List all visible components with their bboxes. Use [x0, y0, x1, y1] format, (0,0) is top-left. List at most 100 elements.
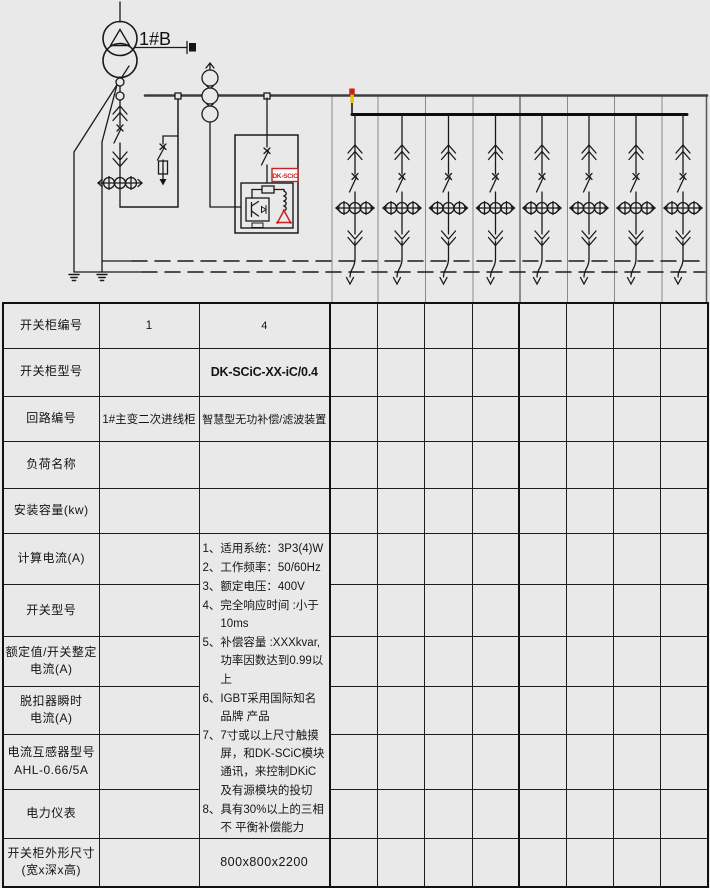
transformer-incoming-circuit — [73, 1, 196, 273]
feeder-circuit — [616, 114, 656, 286]
single-line-diagram: DK-SCiC — [68, 1, 709, 302]
empty-cell — [612, 395, 661, 442]
note-text: 补偿容量 :XXXkvar, 功率因数达到0.99以上 — [220, 637, 324, 686]
empty-cell — [518, 532, 567, 585]
empty-cell — [423, 440, 473, 489]
empty-cell — [518, 685, 567, 735]
empty-cell — [518, 733, 567, 791]
row-label-cell: 脱扣器瞬时电流(A) — [2, 685, 100, 735]
row-label-cell: 开关型号 — [2, 583, 100, 637]
value-cell-col2 — [98, 440, 200, 489]
empty-cell — [471, 685, 520, 735]
empty-cell — [471, 789, 520, 839]
note-item: 8、具有30%以上的三相不 平衡补偿能力 — [203, 801, 328, 837]
empty-cell — [376, 347, 425, 397]
empty-cell — [518, 440, 567, 489]
empty-cell — [612, 302, 661, 349]
row-label: AHL-0.66/5A — [14, 762, 89, 777]
empty-cell — [565, 733, 614, 791]
surge-arrester-branch — [156, 135, 179, 186]
transformer-label: 1#B — [139, 29, 171, 49]
row-label: 开关柜编号 — [19, 318, 83, 333]
empty-cell — [518, 583, 567, 637]
note-item: 3、额定电压：400V — [203, 578, 328, 596]
empty-cell — [565, 487, 614, 534]
empty-cell — [471, 733, 520, 791]
value-cell-col3: 智慧型无功补偿/滤波装置 — [198, 395, 331, 442]
empty-cell — [565, 347, 614, 397]
empty-cell — [659, 685, 709, 735]
value-cell-col2 — [98, 685, 200, 735]
empty-cell — [423, 583, 473, 637]
empty-cell — [659, 532, 709, 585]
empty-cell — [329, 440, 378, 489]
row-label: 电流(A) — [30, 662, 73, 677]
value-cell-col2 — [98, 838, 200, 887]
empty-cell — [423, 789, 473, 839]
value-cell-col2 — [98, 635, 200, 687]
empty-cell — [659, 487, 709, 534]
table-row: 开关型号 — [2, 583, 709, 637]
value-cell-col2 — [98, 347, 200, 397]
empty-cell — [659, 302, 709, 349]
value-cell-col3 — [198, 440, 331, 489]
empty-cell — [565, 532, 614, 585]
empty-cell — [471, 302, 520, 349]
value-cell-col2 — [98, 532, 200, 585]
value-cell-col3: 800x800x2200 — [198, 838, 331, 887]
compensation-module-cabinet: DK-SCiC — [234, 92, 299, 234]
value-cell-col3 — [198, 487, 331, 534]
pt-sensing-stack — [201, 61, 242, 208]
empty-cell — [565, 302, 614, 349]
empty-cell — [659, 347, 709, 397]
note-item: 7、7寸或以上尺寸触摸屏，和DK-SCiC模块通讯，来控制DKiC及有源模块的投… — [203, 727, 328, 800]
value-cell-col3: 4 — [198, 302, 331, 349]
empty-cell — [376, 532, 425, 585]
note-number: 3、 — [202, 580, 221, 593]
empty-cell — [329, 302, 378, 349]
empty-cell — [423, 532, 473, 585]
earth-symbol — [96, 273, 108, 282]
empty-cell — [565, 635, 614, 687]
empty-cell — [376, 635, 425, 687]
empty-cell — [659, 635, 709, 687]
note-item: 5、补偿容量 :XXXkvar, 功率因数达到0.99以上 — [203, 634, 328, 688]
empty-cell — [659, 733, 709, 791]
empty-cell — [612, 789, 661, 839]
delta-filter-icon — [276, 208, 292, 224]
note-text: 工作频率：50/60Hz — [220, 561, 321, 574]
empty-cell — [471, 532, 520, 585]
empty-cell — [659, 838, 709, 887]
empty-cell — [659, 789, 709, 839]
empty-cell — [376, 440, 425, 489]
empty-cell — [423, 733, 473, 791]
row-label-cell: 额定值/开关整定电流(A) — [2, 635, 100, 687]
empty-cell — [423, 395, 473, 442]
module-label: DK-SCiC — [272, 173, 298, 180]
feeder-circuit — [569, 114, 609, 286]
note-text: 7寸或以上尺寸触摸屏，和DK-SCiC模块通讯，来控制DKiC及有源模块的投切 — [220, 730, 325, 797]
note-number: 1、 — [202, 542, 221, 555]
empty-cell — [612, 583, 661, 637]
arrester-icon — [157, 160, 169, 175]
row-label: 开关柜型号 — [19, 364, 83, 379]
note-text: 完全响应时间 :小于 10ms — [220, 599, 319, 631]
empty-cell — [329, 789, 378, 839]
empty-cell — [376, 838, 425, 887]
empty-cell — [471, 635, 520, 687]
empty-cell — [423, 685, 473, 735]
empty-cell — [565, 789, 614, 839]
empty-cell — [376, 789, 425, 839]
note-text: IGBT采用国际知名品牌 产品 — [220, 692, 317, 723]
feeder-circuit — [475, 114, 516, 286]
note-number: 8、 — [202, 803, 221, 816]
table-row: 负荷名称 — [2, 440, 709, 489]
empty-cell — [329, 685, 378, 735]
note-item: 6、IGBT采用国际知名品牌 产品 — [203, 690, 328, 726]
note-number: 5、 — [202, 637, 221, 650]
empty-cell — [423, 838, 473, 887]
empty-cell — [376, 733, 425, 791]
